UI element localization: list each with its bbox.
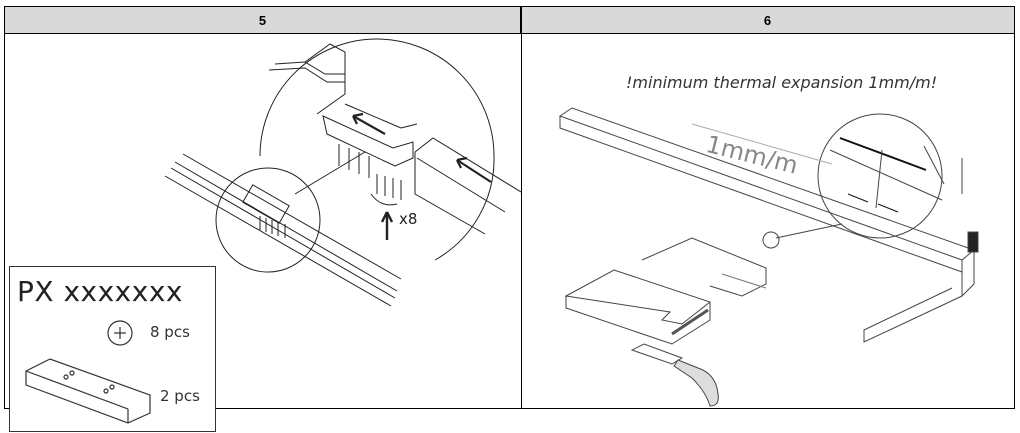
step-5-illustration: x8 <box>164 38 521 307</box>
step-header-5: 5 <box>5 7 521 34</box>
kit-parts-drawing <box>25 320 151 424</box>
thermal-expansion-note: !minimum thermal expansion 1mm/m! <box>626 73 938 92</box>
step-6-illustration <box>558 107 979 407</box>
screw-quantity: 8 pcs <box>150 323 190 341</box>
kit-code: PX xxxxxxx <box>17 275 183 308</box>
step-5-cell: x8 PX xxxxxxx 8 pcs 2 pcs <box>5 34 521 432</box>
kit-contents-box: PX xxxxxxx 8 pcs 2 pcs <box>9 266 216 432</box>
connector-icon <box>25 358 151 424</box>
column-divider <box>521 7 522 408</box>
screw-count-label: x8 <box>399 210 417 228</box>
step-6-cell: !minimum thermal expansion 1mm/m! 1mm/m <box>522 34 1014 408</box>
connector-quantity: 2 pcs <box>160 387 200 405</box>
step-header-6: 6 <box>521 7 1014 34</box>
screw-icon <box>107 320 133 346</box>
instruction-table: 5 6 <box>4 6 1015 432</box>
